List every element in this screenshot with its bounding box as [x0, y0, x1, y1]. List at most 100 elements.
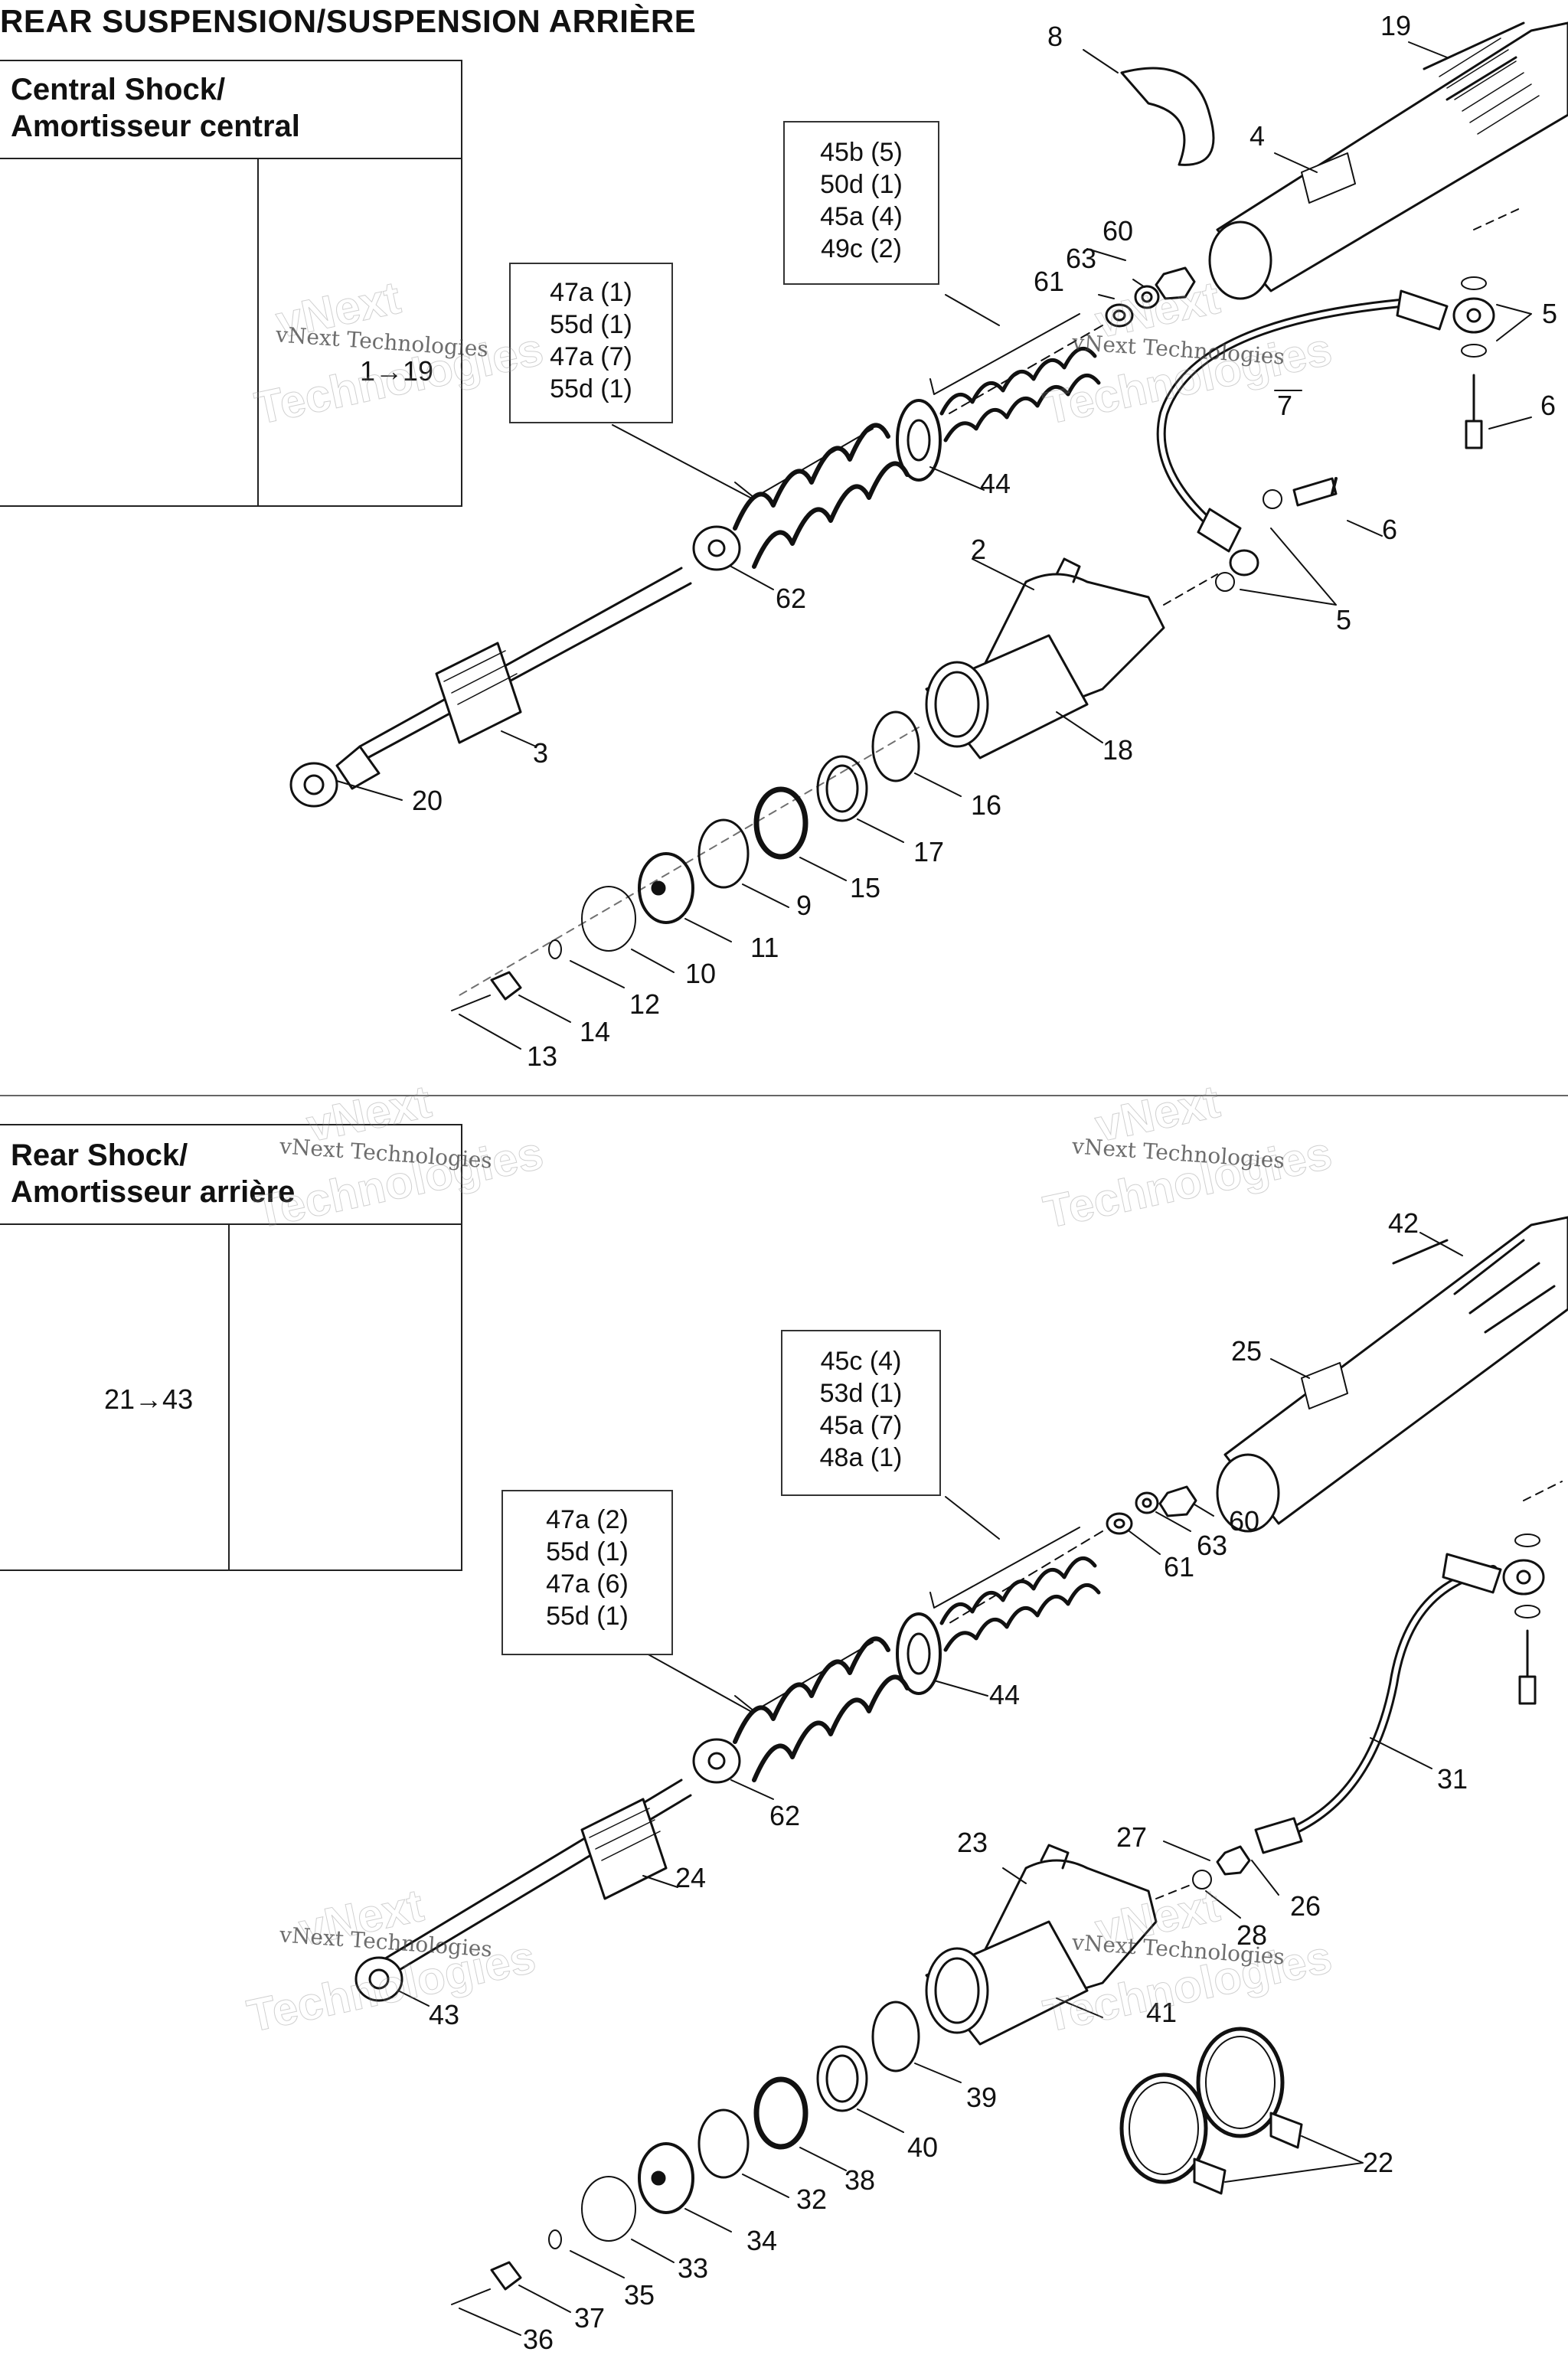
- spring-qty-box-large-rear: 47a (2) 55d (1) 47a (6) 55d (1): [501, 1490, 673, 1655]
- callout-number: 6: [1382, 514, 1398, 545]
- callout-number: 8: [1047, 21, 1063, 52]
- callout-number: 37: [574, 2302, 606, 2334]
- callout-number: 16: [971, 789, 1002, 821]
- inset-rear-header: Rear Shock/ Amortisseur arrière: [0, 1125, 461, 1225]
- spring-qty-box-small-rear: 45c (4) 53d (1) 45a (7) 48a (1): [781, 1330, 941, 1496]
- inset-central-title-line1: Central Shock/: [11, 73, 226, 106]
- ring-15: [753, 786, 808, 860]
- callout-number: 11: [750, 932, 779, 963]
- callout-number: 31: [1437, 1763, 1468, 1795]
- callout-number: 13: [527, 1040, 558, 1072]
- reservoir-body: [1208, 21, 1568, 300]
- callout-number: 32: [796, 2184, 828, 2215]
- inset-central-shock: Central Shock/ Amortisseur central 1→19: [0, 60, 462, 507]
- callout-number: 41: [1146, 1997, 1178, 2028]
- callout-number: 20: [412, 785, 443, 816]
- callout-number: 18: [1102, 734, 1134, 766]
- callout-number: 2: [971, 534, 987, 565]
- eyelet-20: [289, 762, 338, 808]
- qty-line: 45c (4): [820, 1347, 902, 1376]
- small-spring-stack: [939, 347, 1101, 443]
- qty-line: 49c (2): [821, 234, 902, 263]
- reservoir-body-rear: [1216, 1216, 1568, 1533]
- inset-central-range: 1→19: [360, 355, 434, 387]
- callout-number: 3: [533, 737, 549, 769]
- callout-number: 22: [1363, 2147, 1394, 2178]
- qty-line: 47a (2): [546, 1505, 629, 1534]
- callout-number: 34: [746, 2225, 778, 2256]
- callout-number: 27: [1116, 1821, 1148, 1853]
- qty-line: 45b (5): [820, 138, 903, 167]
- callout-number: 36: [523, 2324, 554, 2355]
- inset-rear-range: 21→43: [104, 1383, 194, 1415]
- callout-number: 43: [429, 1999, 460, 2030]
- callout-number: 26: [1290, 1890, 1321, 1922]
- plug-14: [490, 971, 522, 1001]
- qty-line: 55d (1): [550, 310, 632, 339]
- cap-11: [638, 852, 694, 924]
- washer-62: [692, 525, 741, 571]
- callout-number: 23: [957, 1827, 988, 1858]
- inset-rear-divider: [228, 1223, 230, 1569]
- callout-number: 17: [913, 836, 945, 867]
- callout-number: 61: [1164, 1551, 1195, 1583]
- qty-line: 55d (1): [550, 374, 632, 403]
- body-3: [435, 642, 522, 744]
- qty-line: 55d (1): [546, 1537, 629, 1566]
- page-title: REAR SUSPENSION/SUSPENSION ARRIÈRE: [0, 3, 697, 39]
- inset-rear-title-line1: Rear Shock/: [11, 1138, 188, 1172]
- nut-60: [1155, 266, 1196, 300]
- callout-number: 14: [580, 1016, 611, 1047]
- inset-central-divider: [257, 158, 259, 505]
- qty-line: 47a (1): [550, 278, 632, 307]
- callout-number: 4: [1250, 120, 1266, 152]
- callout-number: 28: [1236, 1919, 1268, 1951]
- snap-ring-8: [1120, 67, 1215, 166]
- callout-number: 19: [1380, 10, 1412, 41]
- callout-number: 63: [1197, 1530, 1228, 1561]
- callout-number: 62: [769, 1800, 801, 1831]
- callout-number: 44: [989, 1679, 1021, 1710]
- callout-number: 9: [796, 890, 812, 921]
- section-divider: [0, 1095, 1568, 1096]
- callout-number: 39: [966, 2082, 998, 2113]
- large-spring-stack: [733, 423, 910, 569]
- callout-number: 40: [907, 2131, 939, 2163]
- callout-number: 25: [1231, 1335, 1263, 1367]
- qty-line: 48a (1): [819, 1443, 903, 1472]
- inset-central-header: Central Shock/ Amortisseur central: [0, 61, 461, 159]
- callout-number: 5: [1542, 298, 1558, 329]
- oring-16: [871, 710, 920, 782]
- callout-number: 15: [850, 872, 881, 903]
- callout-number: 38: [844, 2164, 876, 2196]
- callout-number: 61: [1034, 266, 1065, 297]
- spring-qty-box-large-central: 47a (1) 55d (1) 47a (7) 55d (1): [509, 263, 673, 423]
- callout-number: 10: [685, 958, 717, 989]
- crossover-44: [896, 399, 942, 482]
- callout-number: 24: [675, 1862, 707, 1893]
- inset-central-title-line2: Amortisseur central: [11, 109, 300, 143]
- qty-line: 45a (4): [820, 202, 903, 231]
- qty-line: 55d (1): [546, 1602, 629, 1631]
- spring-qty-box-small-central: 45b (5) 50d (1) 45a (4) 49c (2): [783, 121, 939, 285]
- callout-number: 35: [624, 2279, 655, 2311]
- inset-rear-title-line2: Amortisseur arrière: [11, 1175, 296, 1209]
- qty-line: 50d (1): [820, 170, 903, 199]
- callout-number: 6: [1540, 390, 1557, 421]
- qty-line: 45a (7): [819, 1411, 903, 1440]
- callout-number: 60: [1229, 1505, 1260, 1537]
- callout-number: 33: [678, 2252, 709, 2284]
- banjo-upper: [1452, 297, 1495, 334]
- oring-9: [697, 818, 750, 889]
- callout-number: 44: [980, 468, 1011, 499]
- callout-number: 42: [1388, 1207, 1419, 1239]
- disc-10: [581, 886, 636, 952]
- callout-number: 60: [1102, 215, 1134, 247]
- callout-number: 62: [776, 583, 807, 614]
- callout-number: 12: [629, 988, 661, 1020]
- inset-rear-shock: Rear Shock/ Amortisseur arrière 21→43: [0, 1124, 462, 1571]
- callout-number: 7: [1277, 390, 1293, 421]
- callout-number: 63: [1066, 243, 1097, 274]
